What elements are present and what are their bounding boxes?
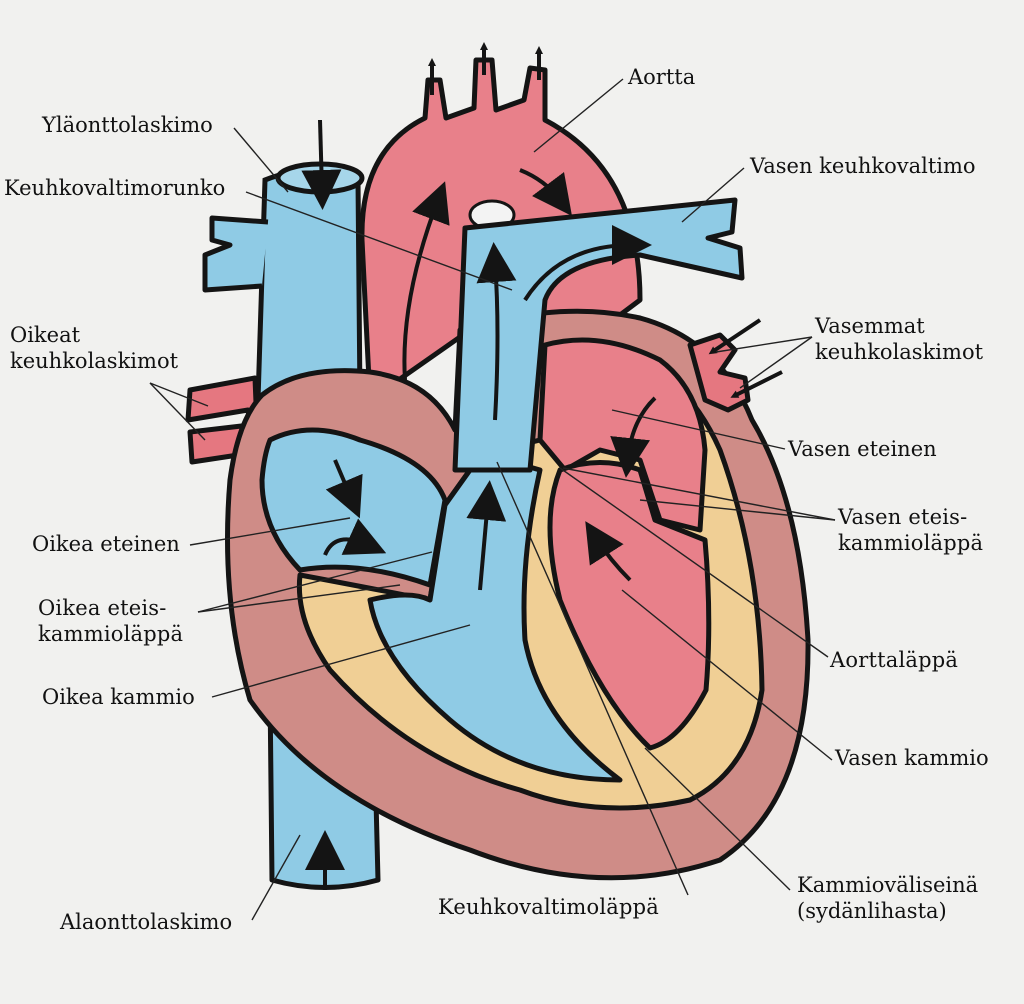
label-mitral-valve: Vasen eteis- kammioläppä — [838, 504, 983, 556]
superior-vena-cava — [255, 167, 363, 403]
label-interventricular-septum-line2: (sydänlihasta) — [797, 899, 947, 923]
label-tricuspid-valve-line1: Oikea eteis- — [38, 596, 167, 620]
svc-side-branch — [202, 215, 269, 293]
label-superior-vena-cava: Yläonttolaskimo — [42, 113, 213, 137]
label-tricuspid-valve-line2: kammioläppä — [38, 622, 184, 646]
left-atrium-chamber — [537, 337, 708, 533]
label-left-pulmonary-veins-line1: Vasemmat — [815, 314, 925, 338]
label-interventricular-septum: Kammioväliseinä (sydänlihasta) — [797, 872, 978, 924]
pulmonary-trunk — [452, 197, 745, 473]
label-right-pulmonary-veins-line1: Oikeat — [10, 323, 81, 347]
label-right-ventricle: Oikea kammio — [42, 685, 195, 709]
label-mitral-valve-line2: kammioläppä — [838, 531, 984, 555]
label-interventricular-septum-line1: Kammioväliseinä — [797, 873, 979, 897]
label-right-pulmonary-veins: Oikeat keuhkolaskimot — [10, 322, 178, 374]
label-right-pulmonary-veins-line2: keuhkolaskimot — [10, 349, 179, 373]
label-tricuspid-valve: Oikea eteis- kammioläppä — [38, 595, 183, 647]
label-left-ventricle: Vasen kammio — [835, 746, 989, 770]
label-aorta: Aortta — [628, 65, 696, 89]
label-inferior-vena-cava: Alaonttolaskimo — [60, 910, 233, 934]
label-left-pulmonary-artery: Vasen keuhkovaltimo — [750, 154, 976, 178]
label-pulmonary-trunk: Keuhkovaltimorunko — [4, 176, 226, 200]
label-right-atrium: Oikea eteinen — [32, 532, 180, 556]
label-pulmonary-valve: Keuhkovaltimoläppä — [438, 895, 660, 919]
label-left-atrium: Vasen eteinen — [788, 437, 937, 461]
label-mitral-valve-line1: Vasen eteis- — [838, 505, 968, 529]
label-aortic-valve: Aorttaläppä — [830, 648, 959, 672]
label-left-pulmonary-veins: Vasemmat keuhkolaskimot — [815, 313, 983, 365]
label-left-pulmonary-veins-line2: keuhkolaskimot — [815, 340, 984, 364]
